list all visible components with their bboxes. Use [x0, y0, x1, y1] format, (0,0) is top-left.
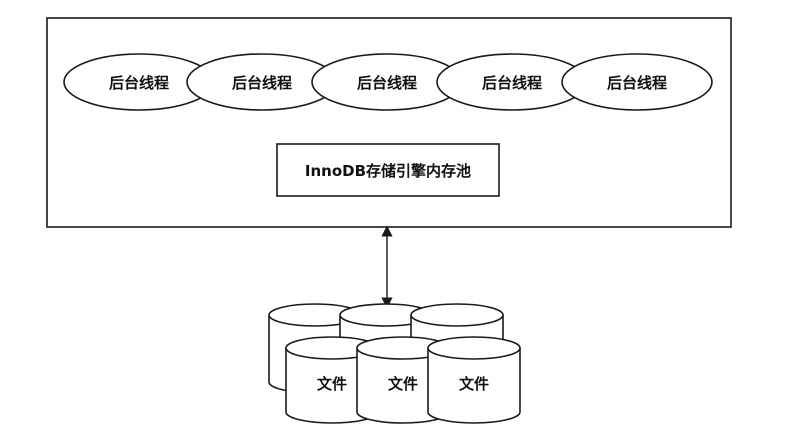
- background-thread-label: 后台线程: [607, 74, 667, 92]
- file-cylinders-front-row: 文件 文件 文件: [285, 336, 521, 424]
- file-label: 文件: [388, 375, 418, 393]
- memory-pool-label: InnoDB存储引擎内存池: [305, 162, 471, 180]
- background-thread-label: 后台线程: [109, 74, 169, 92]
- file-cylinder-1: 文件: [285, 336, 379, 424]
- background-thread-1: 后台线程: [63, 53, 215, 111]
- file-label: 文件: [459, 375, 489, 393]
- background-threads: 后台线程 后台线程 后台线程 后台线程 后台线程: [63, 53, 713, 111]
- memory-pool: InnoDB存储引擎内存池: [276, 143, 500, 197]
- background-thread-4: 后台线程: [436, 53, 588, 111]
- background-thread-label: 后台线程: [357, 74, 417, 92]
- background-thread-3: 后台线程: [311, 53, 463, 111]
- background-thread-label: 后台线程: [482, 74, 542, 92]
- file-cylinder-2: 文件: [356, 336, 450, 424]
- background-thread-5: 后台线程: [561, 53, 713, 111]
- background-thread-label: 后台线程: [232, 74, 292, 92]
- file-label: 文件: [317, 375, 347, 393]
- file-cylinder-3: 文件: [427, 336, 521, 424]
